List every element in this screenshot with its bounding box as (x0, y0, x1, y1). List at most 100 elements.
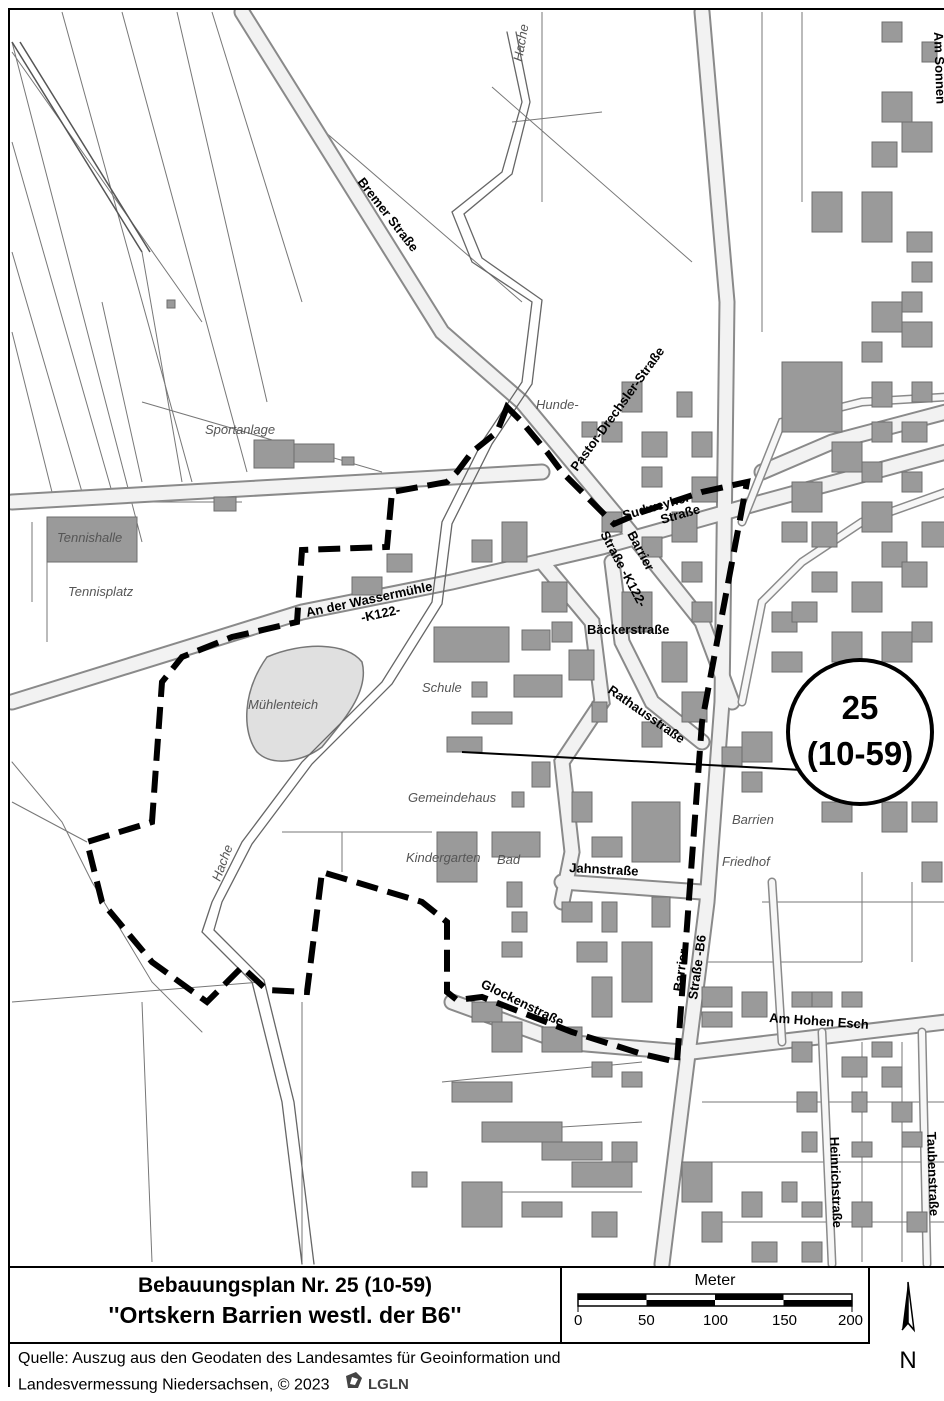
street-label: Am Sonnen (931, 32, 944, 105)
street-label: Taubenstraße (924, 1132, 942, 1217)
north-arrow-icon: N (899, 1281, 917, 1374)
scale-tick-label: 100 (703, 1312, 729, 1329)
building-footprint (741, 1191, 763, 1218)
building-footprint (881, 801, 908, 833)
building-footprint (501, 521, 528, 563)
street-label: Barrier (670, 948, 691, 992)
map-canvas: 25 (10-59) Bremer Straße Pastor-Drechsle… (10, 10, 944, 1266)
lgln-logo-icon: LGLN (345, 1372, 409, 1393)
building-footprint (511, 791, 525, 808)
building-footprint (861, 191, 893, 243)
street-label: Bäckerstraße (587, 622, 669, 637)
plan-label-code: (10-59) (807, 735, 913, 772)
building-footprint (531, 761, 551, 788)
building-footprint (411, 1171, 428, 1188)
building-footprint (911, 801, 938, 823)
place-label: Friedhof (722, 854, 771, 869)
building-footprint (491, 831, 541, 858)
place-label: Bad (497, 852, 521, 867)
building-footprint (821, 801, 853, 823)
scale-tick-label: 50 (638, 1312, 655, 1329)
building-footprint (901, 471, 923, 493)
building-footprint (213, 496, 237, 512)
building-footprint (461, 1181, 503, 1228)
scale-unit: Meter (694, 1272, 736, 1289)
building-footprint (513, 674, 563, 698)
north-letter: N (899, 1347, 916, 1374)
building-footprint (801, 1241, 823, 1263)
building-footprint (46, 516, 138, 563)
road-network (10, 10, 944, 1266)
building-footprint (891, 1101, 913, 1123)
building-footprint (471, 711, 513, 725)
scale-bar (577, 1293, 853, 1312)
place-label: Tennishalle (57, 530, 122, 545)
building-footprint (676, 391, 693, 418)
scale-tick-label: 200 (838, 1312, 864, 1329)
building-footprint (561, 901, 593, 923)
building-footprint (811, 521, 838, 548)
building-footprint (861, 461, 883, 483)
building-footprint (621, 381, 643, 413)
building-footprint (801, 1131, 818, 1153)
building-footprint (611, 1141, 638, 1163)
building-footprint (571, 1161, 633, 1188)
scale-tick-label: 0 (574, 1312, 583, 1329)
building-footprint (861, 341, 883, 363)
lgln-logo: LGLN (342, 1370, 442, 1401)
building-footprint (521, 1201, 563, 1218)
building-footprint (521, 629, 551, 651)
building-footprint (906, 1211, 928, 1233)
building-footprint (591, 701, 608, 723)
building-footprint (861, 501, 893, 533)
building-footprint (571, 791, 593, 823)
waterway-label: Hache (510, 23, 531, 63)
building-footprint (881, 541, 908, 568)
building-footprint (506, 881, 523, 908)
building-footprint (491, 1021, 523, 1053)
building-footprint (341, 456, 355, 466)
building-footprint (791, 1041, 813, 1063)
building-footprint (781, 1181, 798, 1203)
building-footprint (791, 601, 818, 623)
building-footprint (781, 521, 808, 543)
building-footprint (591, 836, 623, 858)
building-footprint (791, 481, 823, 513)
building-footprint (921, 861, 943, 883)
building-footprint (621, 941, 653, 1003)
building-footprint (701, 1211, 723, 1243)
building-footprint (671, 511, 698, 543)
building-footprint (471, 1001, 503, 1023)
pond-shape (246, 645, 365, 762)
building-footprint (511, 911, 528, 933)
plan-label-leader (461, 751, 803, 771)
building-footprint (881, 91, 913, 123)
building-footprint (811, 191, 843, 233)
building-footprint (851, 581, 883, 613)
building-footprint (871, 301, 903, 333)
lgln-logo-text: LGLN (368, 1376, 409, 1393)
building-footprint (436, 831, 478, 883)
building-footprint (591, 1061, 613, 1078)
plan-title: Bebauungsplan Nr. 25 (10-59) (137, 1274, 433, 1297)
building-footprint (796, 1091, 818, 1113)
building-footprint (811, 571, 838, 593)
scale-bar-box: Meter 0 50 100 150 200 (562, 1268, 870, 1344)
building-footprint (901, 561, 928, 588)
building-footprint (621, 1071, 643, 1088)
north-arrow-box: N (870, 1268, 944, 1389)
source-line-1: Quelle: Auszug aus den Geodaten des Land… (18, 1350, 561, 1367)
building-footprint (901, 121, 933, 153)
building-footprint (851, 1201, 873, 1228)
building-footprint (771, 651, 803, 673)
place-label: Sportanlage (205, 422, 275, 437)
building-footprint (901, 1131, 923, 1148)
building-footprint (881, 631, 913, 663)
building-footprint (911, 261, 933, 283)
building-footprint (631, 801, 681, 863)
street-label: Jahnstraße (569, 860, 639, 879)
building-footprint (446, 736, 483, 753)
building-footprint (601, 901, 618, 933)
building-footprint (501, 941, 523, 958)
